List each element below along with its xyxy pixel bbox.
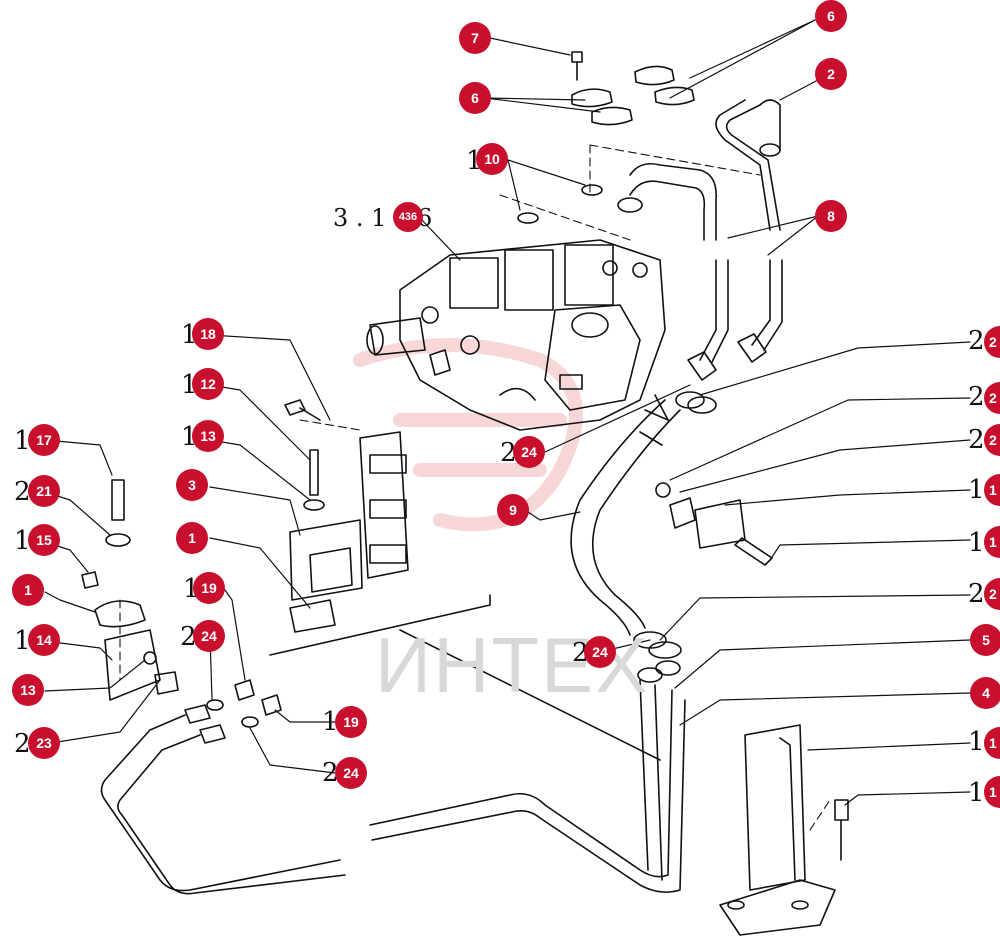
left-couplings [184,679,282,744]
callout-436[interactable]: 436 [393,202,423,232]
upper-pipes [617,99,783,381]
right-pipe-clamp [655,482,773,566]
callout-24-cropped[interactable]: 2 [984,382,1000,414]
stray-digit: 2 [322,758,339,788]
leader-line-diagonal [399,629,661,761]
callout-19[interactable]: 19 [193,572,225,604]
flexible-hoses [570,391,717,636]
stray-digit: 1 [14,426,31,456]
stray-digit: 2 [968,326,985,356]
callout-4[interactable]: 4 [970,677,1000,709]
return-pipes [100,631,686,895]
callout-21[interactable]: 21 [28,475,60,507]
callout-17[interactable]: 17 [28,424,60,456]
stray-digit: 1 [14,526,31,556]
dashed-assembly-lines [119,144,831,831]
callout-1x-cropped[interactable]: 1 [984,776,1000,808]
callout-5[interactable]: 5 [970,624,1000,656]
callout-14[interactable]: 14 [28,624,60,656]
stray-digit: 2 [14,729,31,759]
callout-23[interactable]: 23 [28,727,60,759]
washer-top-a [581,184,603,196]
callout-24[interactable]: 24 [584,636,616,668]
stray-digit: 2 [180,622,197,652]
callout-2x-cropped[interactable]: 2 [984,578,1000,610]
callout-7[interactable]: 7 [459,22,491,54]
callout-24-cropped[interactable]: 2 [984,424,1000,456]
callout-24[interactable]: 24 [335,757,367,789]
hose-clamp-bracket [289,431,409,601]
leader-lines [44,19,971,806]
callout-1x-cropped[interactable]: 1 [984,474,1000,506]
callout-1x-cropped[interactable]: 1 [984,526,1000,558]
callout-8[interactable]: 8 [815,200,847,232]
stray-digit: 2 [968,382,985,412]
callout-18[interactable]: 18 [192,318,224,350]
stray-digit: 2 [968,579,985,609]
callout-24[interactable]: 24 [513,436,545,468]
watermark-emblem [353,338,583,532]
stray-digit: 1 [322,707,339,737]
callout-1x-cropped[interactable]: 1 [984,727,1000,759]
callout-9[interactable]: 9 [497,494,529,526]
stray-digit: 1 [968,727,985,757]
stray-digit: 1 [968,778,985,808]
stray-digit: 2 [500,438,517,468]
callout-13[interactable]: 13 [12,674,44,706]
callout-24[interactable]: 24 [193,620,225,652]
callout-1[interactable]: 1 [12,574,44,606]
callout-15[interactable]: 15 [28,524,60,556]
stray-digit: 2 [968,425,985,455]
callout-6[interactable]: 6 [459,82,491,114]
callout-10[interactable]: 10 [476,143,508,175]
stray-digit: 1 [968,475,985,505]
callout-13[interactable]: 13 [192,420,224,452]
callout-6[interactable]: 6 [815,0,847,32]
callout-19[interactable]: 19 [335,706,367,738]
clamp-half-lower [289,599,336,633]
stray-digit: 2 [14,477,31,507]
control-valve-block [366,239,666,431]
stray-digit: 1 [968,528,985,558]
washer-top-b [517,212,539,224]
top-clamp-parts [571,51,695,126]
stray-digit: 1 [14,626,31,656]
callout-12[interactable]: 12 [192,368,224,400]
leader-line-base [269,594,491,656]
callout-3[interactable]: 3 [176,469,208,501]
callout-2[interactable]: 2 [815,58,847,90]
left-mount-bracket [94,600,179,701]
right-support-stand [719,724,849,936]
callout-24-cropped[interactable]: 2 [984,326,1000,358]
callout-1[interactable]: 1 [176,522,208,554]
left-bolts [81,399,325,589]
